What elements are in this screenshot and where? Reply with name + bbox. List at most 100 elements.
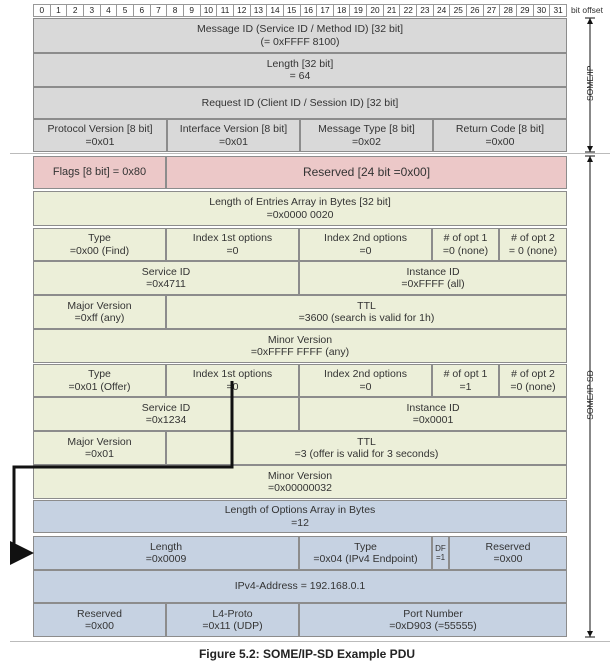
entry2-service-id-label: Service ID — [141, 401, 191, 414]
entry2-instance-id-field: Instance ID =0x0001 — [299, 397, 567, 431]
bit-cell: 29 — [516, 4, 533, 17]
reserved-24bit-field: Reserved [24 bit =0x00] — [166, 156, 567, 189]
entry2-ttl-value: =3 (offer is valid for 3 seconds) — [294, 448, 439, 460]
bit-cell: 0 — [33, 4, 50, 17]
bit-cell: 14 — [266, 4, 283, 17]
entry2-numopt2-value: =0 (none) — [510, 380, 556, 393]
entry2-minor-version-value: =0x00000032 — [268, 482, 332, 494]
bit-cell: 22 — [399, 4, 417, 17]
bit-cell: 6 — [132, 4, 150, 17]
request-id-field: Request ID (Client ID / Session ID) [32 … — [33, 87, 567, 119]
bit-cell: 24 — [432, 4, 450, 17]
entry1-type-field: Type =0x00 (Find) — [33, 228, 166, 261]
entry1-service-id-value: =0x4711 — [146, 278, 186, 290]
port-number-label: Port Number — [403, 607, 463, 620]
entry1-type-label: Type — [88, 232, 111, 244]
protocol-version-label: Protocol Version [8 bit] — [47, 123, 153, 135]
bit-cell: 28 — [499, 4, 517, 17]
interface-version-label: Interface Version [8 bit] — [179, 123, 288, 135]
entry2-numopt2-field: # of opt 2 =0 (none) — [499, 364, 567, 397]
entry1-index1-label: Index 1st options — [192, 232, 273, 244]
length-field: Length [32 bit] = 64 — [33, 53, 567, 87]
option-reserved-value: =0x00 — [493, 553, 523, 565]
option-reserved2-field: Reserved =0x00 — [33, 603, 166, 637]
return-code-field: Return Code [8 bit] =0x00 — [433, 119, 567, 152]
port-number-value: =0xD903 (=55555) — [389, 620, 477, 632]
bit-cell: 11 — [216, 4, 233, 17]
someip-side-label: SOME/IP — [585, 65, 595, 101]
entry2-major-version-field: Major Version =0x01 — [33, 431, 166, 465]
length-value: = 64 — [289, 70, 311, 82]
reserved-24bit-label: Reserved [24 bit =0x00] — [302, 165, 431, 180]
entries-length-field: Length of Entries Array in Bytes [32 bit… — [33, 191, 567, 226]
entry1-numopt1-label: # of opt 1 — [443, 232, 488, 244]
entry1-instance-id-value: =0xFFFF (all) — [401, 278, 465, 290]
entry1-ttl-field: TTL =3600 (search is valid for 1h) — [166, 295, 567, 329]
entry2-index2-field: Index 2nd options =0 — [299, 364, 432, 397]
option-df-label: DF — [435, 544, 446, 553]
entry1-minor-version-label: Minor Version — [267, 333, 333, 346]
entry2-type-value: =0x01 (Offer) — [68, 380, 131, 393]
entry1-service-id-label: Service ID — [141, 265, 191, 278]
bit-cell: 15 — [282, 4, 300, 17]
bit-cell: 5 — [116, 4, 133, 17]
entry1-numopt1-field: # of opt 1 =0 (none) — [432, 228, 499, 261]
separator-bottom — [10, 641, 610, 642]
entry1-index1-value: =0 — [226, 244, 239, 257]
someip-bracket — [585, 17, 595, 153]
message-id-label: Message ID (Service ID / Method ID) [32 … — [197, 23, 403, 35]
options-length-field: Length of Options Array in Bytes =12 — [33, 500, 567, 533]
entry1-type-value: =0x00 (Find) — [69, 244, 130, 257]
bit-cell: 21 — [382, 4, 400, 17]
entry2-service-id-value: =0x1234 — [145, 414, 187, 426]
entry2-numopt2-label: # of opt 2 — [511, 368, 555, 380]
bit-offset-label: bit offset — [571, 5, 603, 15]
separator-top — [10, 153, 610, 154]
bit-cell: 17 — [316, 4, 333, 17]
message-type-field: Message Type [8 bit] =0x02 — [300, 119, 433, 152]
bit-cell: 13 — [249, 4, 267, 17]
entry2-ttl-label: TTL — [357, 435, 376, 448]
entry2-numopt1-value: =1 — [459, 380, 472, 393]
entry1-ttl-value: =3600 (search is valid for 1h) — [298, 312, 435, 324]
bit-cell: 25 — [449, 4, 467, 17]
bit-cell: 27 — [482, 4, 500, 17]
entry1-major-version-field: Major Version =0xff (any) — [33, 295, 166, 329]
entry2-service-id-field: Service ID =0x1234 — [33, 397, 299, 431]
option-df-value: =1 — [435, 553, 446, 562]
option-length-value: =0x0009 — [145, 553, 187, 565]
message-type-value: =0x02 — [352, 135, 381, 148]
entry1-instance-id-field: Instance ID =0xFFFF (all) — [299, 261, 567, 295]
entry2-major-version-value: =0x01 — [85, 448, 114, 460]
entry1-service-id-field: Service ID =0x4711 — [33, 261, 299, 295]
bit-cell: 2 — [66, 4, 83, 17]
return-code-value: =0x00 — [485, 135, 515, 148]
entry2-index2-label: Index 2nd options — [324, 368, 407, 380]
l4-proto-label: L4-Proto — [212, 607, 253, 620]
entry2-type-label: Type — [88, 368, 111, 380]
entry1-numopt2-value: = 0 (none) — [508, 244, 558, 257]
entry1-minor-version-value: =0xFFFF FFFF (any) — [250, 346, 350, 358]
ipv4-address-label: IPv4-Address = 192.168.0.1 — [234, 580, 366, 593]
option-reserved2-label: Reserved — [77, 607, 122, 620]
bit-cell: 12 — [232, 4, 250, 17]
figure-caption: Figure 5.2: SOME/IP-SD Example PDU — [198, 647, 416, 661]
entry1-instance-id-label: Instance ID — [406, 265, 460, 278]
bit-cell: 23 — [416, 4, 433, 17]
entry2-numopt1-field: # of opt 1 =1 — [432, 364, 499, 397]
port-number-field: Port Number =0xD903 (=55555) — [299, 603, 567, 637]
bit-cell: 3 — [82, 4, 100, 17]
entry1-index2-value: =0 — [359, 244, 372, 257]
entry2-instance-id-value: =0x0001 — [412, 414, 454, 426]
entries-length-value: =0x0000 0020 — [266, 208, 334, 221]
option-type-value: =0x04 (IPv4 Endpoint) — [313, 553, 418, 565]
entry2-type-field: Type =0x01 (Offer) — [33, 364, 166, 397]
return-code-label: Return Code [8 bit] — [455, 123, 545, 135]
message-type-label: Message Type [8 bit] — [318, 123, 415, 135]
entry1-numopt2-label: # of opt 2 — [511, 232, 555, 244]
entry1-index2-field: Index 2nd options =0 — [299, 228, 432, 261]
entry1-major-version-value: =0xff (any) — [74, 312, 125, 324]
option-df-field: DF =1 — [432, 536, 449, 570]
